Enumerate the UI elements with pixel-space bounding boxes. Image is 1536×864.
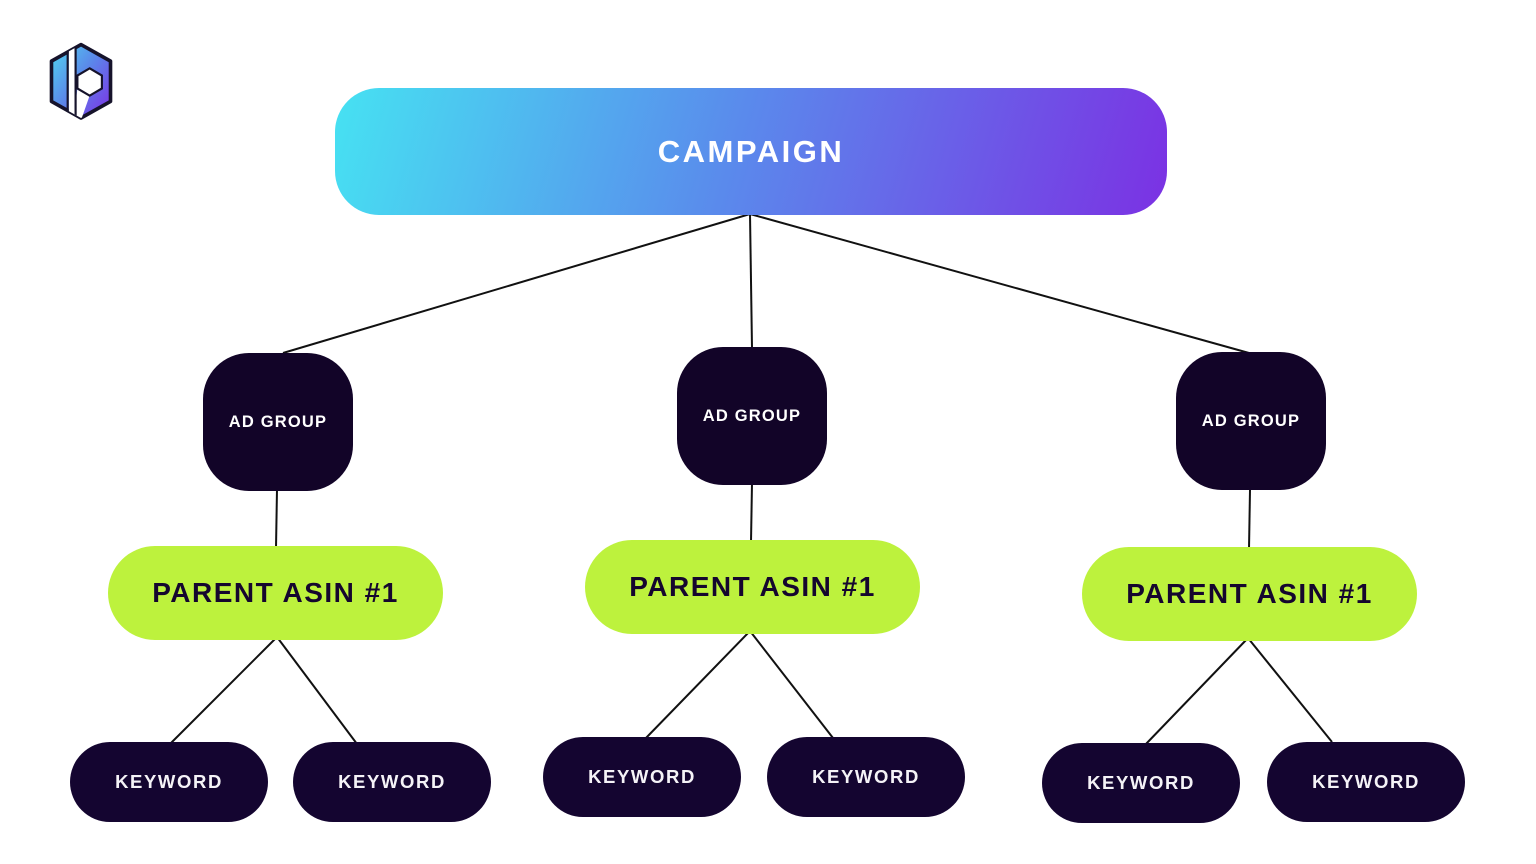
parent-asin-node-1: PARENT ASIN #1 [108,546,443,640]
keyword-label: KEYWORD [115,771,223,792]
brand-hexagon-logo-icon [49,42,113,120]
keyword-node-3: KEYWORD [543,737,741,817]
parent-asin-label: PARENT ASIN #1 [152,577,399,608]
ad-group-label: AD GROUP [1201,411,1301,430]
keyword-node-4: KEYWORD [767,737,965,817]
ad-group-node-2: AD GROUP [677,347,827,485]
keyword-label: KEYWORD [588,766,696,787]
keyword-node-5: KEYWORD [1042,743,1240,823]
keyword-label: KEYWORD [812,766,920,787]
campaign-node: CAMPAIGN [335,88,1167,215]
keyword-label: KEYWORD [1087,772,1195,793]
parent-asin-node-3: PARENT ASIN #1 [1082,547,1417,641]
keyword-label: KEYWORD [1312,771,1420,792]
parent-asin-label: PARENT ASIN #1 [1126,578,1373,609]
ad-group-label: AD GROUP [702,406,802,425]
parent-asin-label: PARENT ASIN #1 [629,571,876,602]
keyword-node-2: KEYWORD [293,742,491,822]
parent-asin-node-2: PARENT ASIN #1 [585,540,920,634]
ad-group-node-3: AD GROUP [1176,352,1326,490]
ad-group-label: AD GROUP [228,412,328,431]
keyword-node-6: KEYWORD [1267,742,1465,822]
campaign-label: CAMPAIGN [657,133,845,169]
keyword-node-1: KEYWORD [70,742,268,822]
keyword-label: KEYWORD [338,771,446,792]
ad-group-node-1: AD GROUP [203,353,353,491]
